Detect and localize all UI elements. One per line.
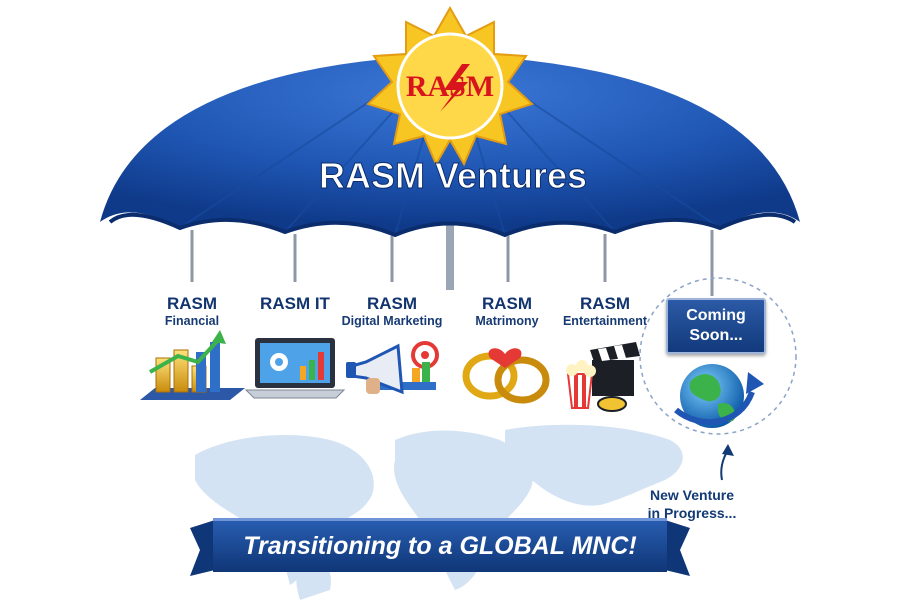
venture-title: RASM bbox=[481, 294, 533, 313]
venture-financial-label: RASM Financial bbox=[137, 294, 247, 329]
coming-soon-dashed-ring bbox=[639, 277, 797, 435]
coming-soon-line2: Soon... bbox=[689, 327, 743, 344]
coming-soon-line1: Coming bbox=[686, 307, 746, 324]
new-venture-line1: New Venture bbox=[649, 487, 735, 503]
new-venture-note: New Venture in Progress... bbox=[632, 486, 752, 522]
new-venture-line2: in Progress... bbox=[647, 505, 737, 521]
hanging-chains bbox=[190, 230, 714, 296]
venture-subtitle: Financial bbox=[164, 314, 220, 328]
bottom-banner-ribbon bbox=[190, 518, 690, 576]
venture-matrimony-label: RASM Matrimony bbox=[452, 294, 562, 329]
sun-logo-icon bbox=[366, 5, 534, 167]
globe-icon bbox=[674, 364, 764, 428]
venture-it-label: RASM IT bbox=[240, 294, 350, 314]
venture-title: RASM IT bbox=[260, 294, 330, 313]
venture-subtitle: Digital Marketing bbox=[341, 314, 443, 328]
umbrella-canopy bbox=[100, 47, 800, 238]
clapperboard-popcorn-icon bbox=[566, 342, 640, 412]
coming-soon-sign: Coming Soon... bbox=[666, 298, 766, 354]
financial-growth-icon bbox=[140, 330, 245, 400]
banner-text: Transitioning to a GLOBAL MNC! bbox=[243, 532, 637, 560]
lightning-bolt-icon bbox=[440, 64, 470, 112]
venture-entertainment-label: RASM Entertainment bbox=[548, 294, 662, 329]
venture-title: RASM bbox=[579, 294, 631, 313]
venture-subtitle: Matrimony bbox=[475, 314, 539, 328]
umbrella-title: RASM Ventures bbox=[319, 155, 587, 196]
venture-title: RASM bbox=[166, 294, 218, 313]
wedding-rings-icon bbox=[462, 348, 550, 404]
umbrella-pole bbox=[446, 200, 454, 290]
laptop-analytics-icon bbox=[244, 338, 346, 399]
venture-subtitle: Entertainment bbox=[562, 314, 648, 328]
venture-digital-marketing-label: RASM Digital Marketing bbox=[328, 294, 456, 329]
logo-text: RASM bbox=[406, 70, 494, 103]
venture-title: RASM bbox=[366, 294, 418, 313]
world-map-icon bbox=[195, 424, 683, 600]
megaphone-target-icon bbox=[346, 341, 439, 395]
